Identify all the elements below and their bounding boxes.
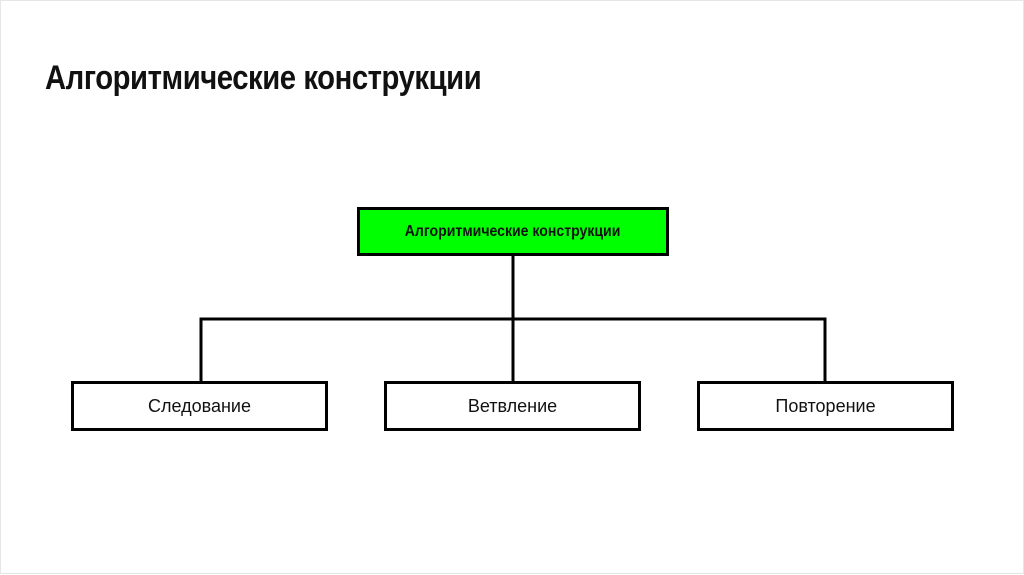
- child-node-sequence: Следование: [71, 381, 328, 431]
- child-node-label: Повторение: [775, 395, 876, 416]
- child-node-label: Ветвление: [467, 395, 558, 416]
- child-node-branching: Ветвление: [384, 381, 641, 431]
- child-node-repetition: Повторение: [697, 381, 954, 431]
- child-node-label: Следование: [147, 395, 251, 416]
- slide-title: Алгоритмические конструкции: [45, 59, 482, 97]
- root-node: Алгоритмические конструкции: [357, 207, 669, 256]
- root-node-label: Алгоритмические конструкции: [405, 222, 621, 240]
